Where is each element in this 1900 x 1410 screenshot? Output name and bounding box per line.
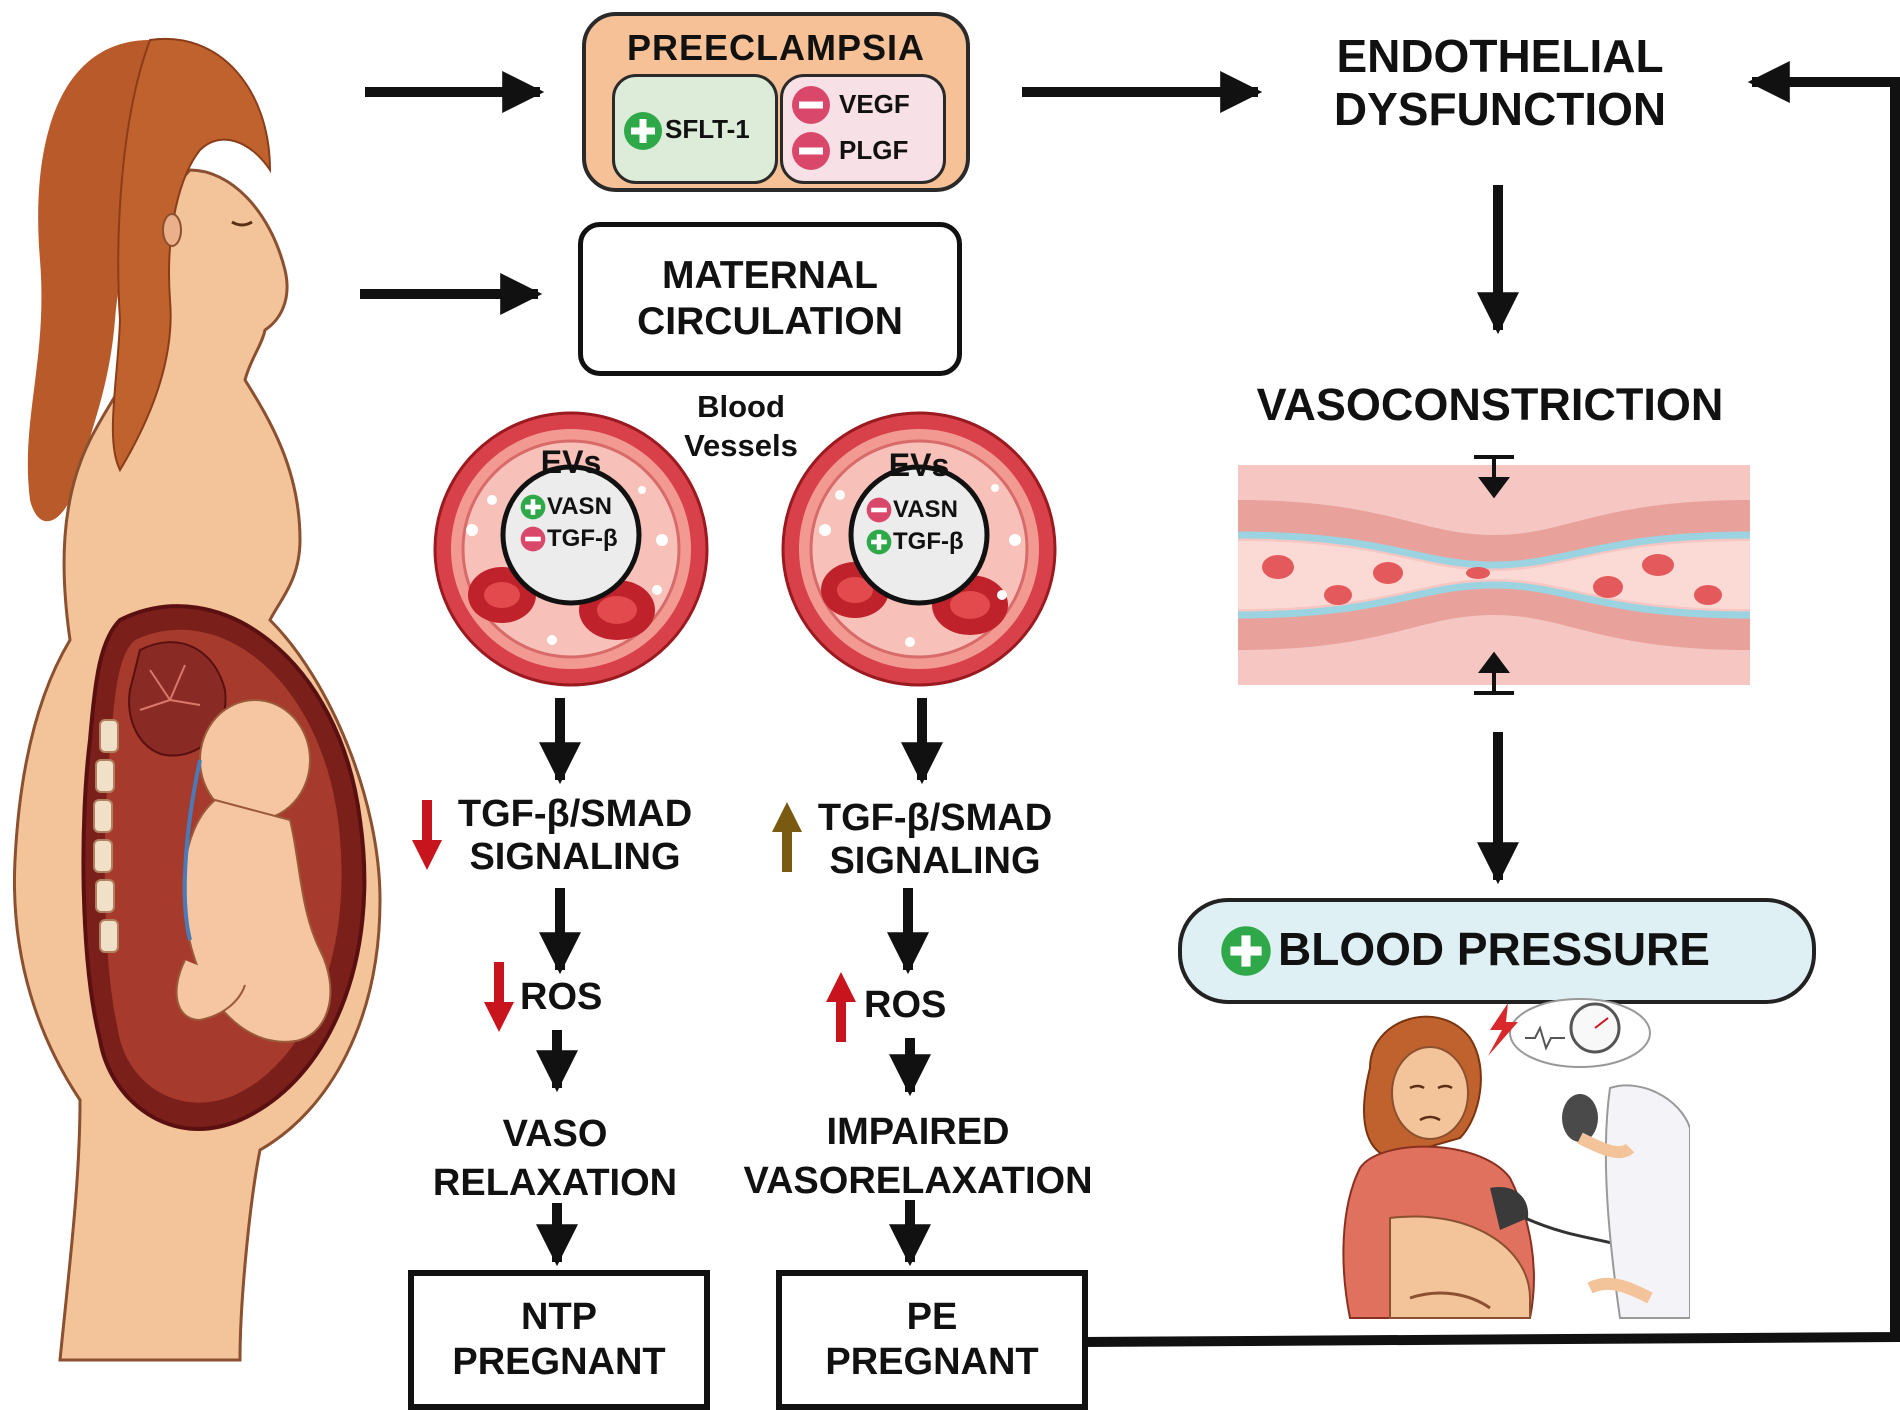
ntp-signal-line1: TGF-β/SMAD <box>457 793 693 835</box>
ntp-signal-line2: SIGNALING <box>469 835 681 878</box>
vasoconstriction-label: VASOCONSTRICTION <box>1256 379 1724 430</box>
ntp-result-line2: PREGNANT <box>452 1341 666 1383</box>
ntp-relaxation-label: VASO RELAXATION <box>405 1110 705 1209</box>
ntp-signaling-label: TGF-β/SMAD SIGNALING <box>445 793 705 878</box>
endothelial-dysfunction-label: ENDOTHELIAL DYSFUNCTION <box>1310 30 1690 136</box>
vegf-label: VEGF <box>839 89 910 119</box>
vegf-plgf-pill: VEGF PLGF <box>780 74 946 184</box>
bp-measurement-illustration <box>1342 998 1690 1319</box>
blood-vessels-line2: Vessels <box>684 427 798 463</box>
ntp-result-line1: NTP <box>521 1296 597 1339</box>
blood-vessels-label: Blood Vessels <box>666 388 816 466</box>
ntp-pregnant-box: NTP PREGNANT <box>408 1270 710 1410</box>
up-arrow-icon <box>826 972 856 1042</box>
blood-pressure-box: BLOOD PRESSURE <box>1178 898 1816 1004</box>
pe-impaired-label: IMPAIRED VASORELAXATION <box>728 1108 1108 1207</box>
maternal-circulation-line1: MATERNAL <box>662 253 878 297</box>
blood-pressure-label: BLOOD PRESSURE <box>1278 923 1710 975</box>
endo-line2: DYSFUNCTION <box>1333 82 1667 135</box>
ntp-outcome-line2: RELAXATION <box>432 1162 678 1205</box>
ntp-ros-label: ROS <box>520 976 603 1018</box>
minus-icon <box>792 132 830 170</box>
up-arrow-icon <box>772 802 802 872</box>
maternal-circulation-box: MATERNAL CIRCULATION <box>578 222 962 376</box>
minus-icon <box>866 497 892 523</box>
pe-signal-line1: TGF-β/SMAD <box>817 797 1053 839</box>
plus-icon <box>866 529 892 555</box>
plus-icon <box>520 494 546 520</box>
pe-ros-label: ROS <box>864 984 947 1026</box>
pe-signal-line2: SIGNALING <box>829 839 1041 882</box>
pe-signaling-label: TGF-β/SMAD SIGNALING <box>805 797 1065 882</box>
feedback-loop-line <box>1081 61 1900 1347</box>
constricted-vessel-illustration <box>1238 455 1750 695</box>
sflt1-label: SFLT-1 <box>665 114 750 144</box>
right-vasn-label: VASN <box>893 496 958 523</box>
plgf-label: PLGF <box>839 135 909 165</box>
left-evs-label: EVs <box>540 444 602 480</box>
down-arrow-icon <box>484 962 514 1032</box>
left-tgf-label: TGF-β <box>547 525 618 552</box>
ntp-outcome-line1: VASO <box>502 1113 608 1155</box>
plus-icon <box>1221 926 1271 976</box>
pe-outcome-line1: IMPAIRED <box>826 1111 1010 1153</box>
left-vasn-label: VASN <box>547 493 612 520</box>
down-arrow-icon <box>412 800 442 870</box>
plus-icon <box>624 112 662 150</box>
maternal-circulation-line2: CIRCULATION <box>637 300 903 343</box>
preeclampsia-box: PREECLAMPSIA SFLT-1 VEGF PLGF <box>582 12 970 192</box>
preeclampsia-title: PREECLAMPSIA <box>626 27 926 68</box>
right-evs-label: EVs <box>888 447 950 483</box>
pregnant-woman-illustration <box>12 37 382 1362</box>
endo-line1: ENDOTHELIAL <box>1336 30 1664 82</box>
left-vessel-cross-section <box>433 411 709 687</box>
pe-outcome-line2: VASORELAXATION <box>743 1160 1093 1203</box>
right-tgf-label: TGF-β <box>893 528 964 555</box>
pe-pregnant-box: PE PREGNANT <box>776 1270 1088 1410</box>
blood-vessels-line1: Blood <box>697 389 785 424</box>
right-vessel-cross-section <box>781 411 1057 687</box>
sflt1-pill: SFLT-1 <box>612 74 778 184</box>
minus-icon <box>792 86 830 124</box>
pe-result-line2: PREGNANT <box>825 1341 1039 1383</box>
minus-icon <box>520 526 546 552</box>
pe-result-line1: PE <box>906 1296 958 1339</box>
